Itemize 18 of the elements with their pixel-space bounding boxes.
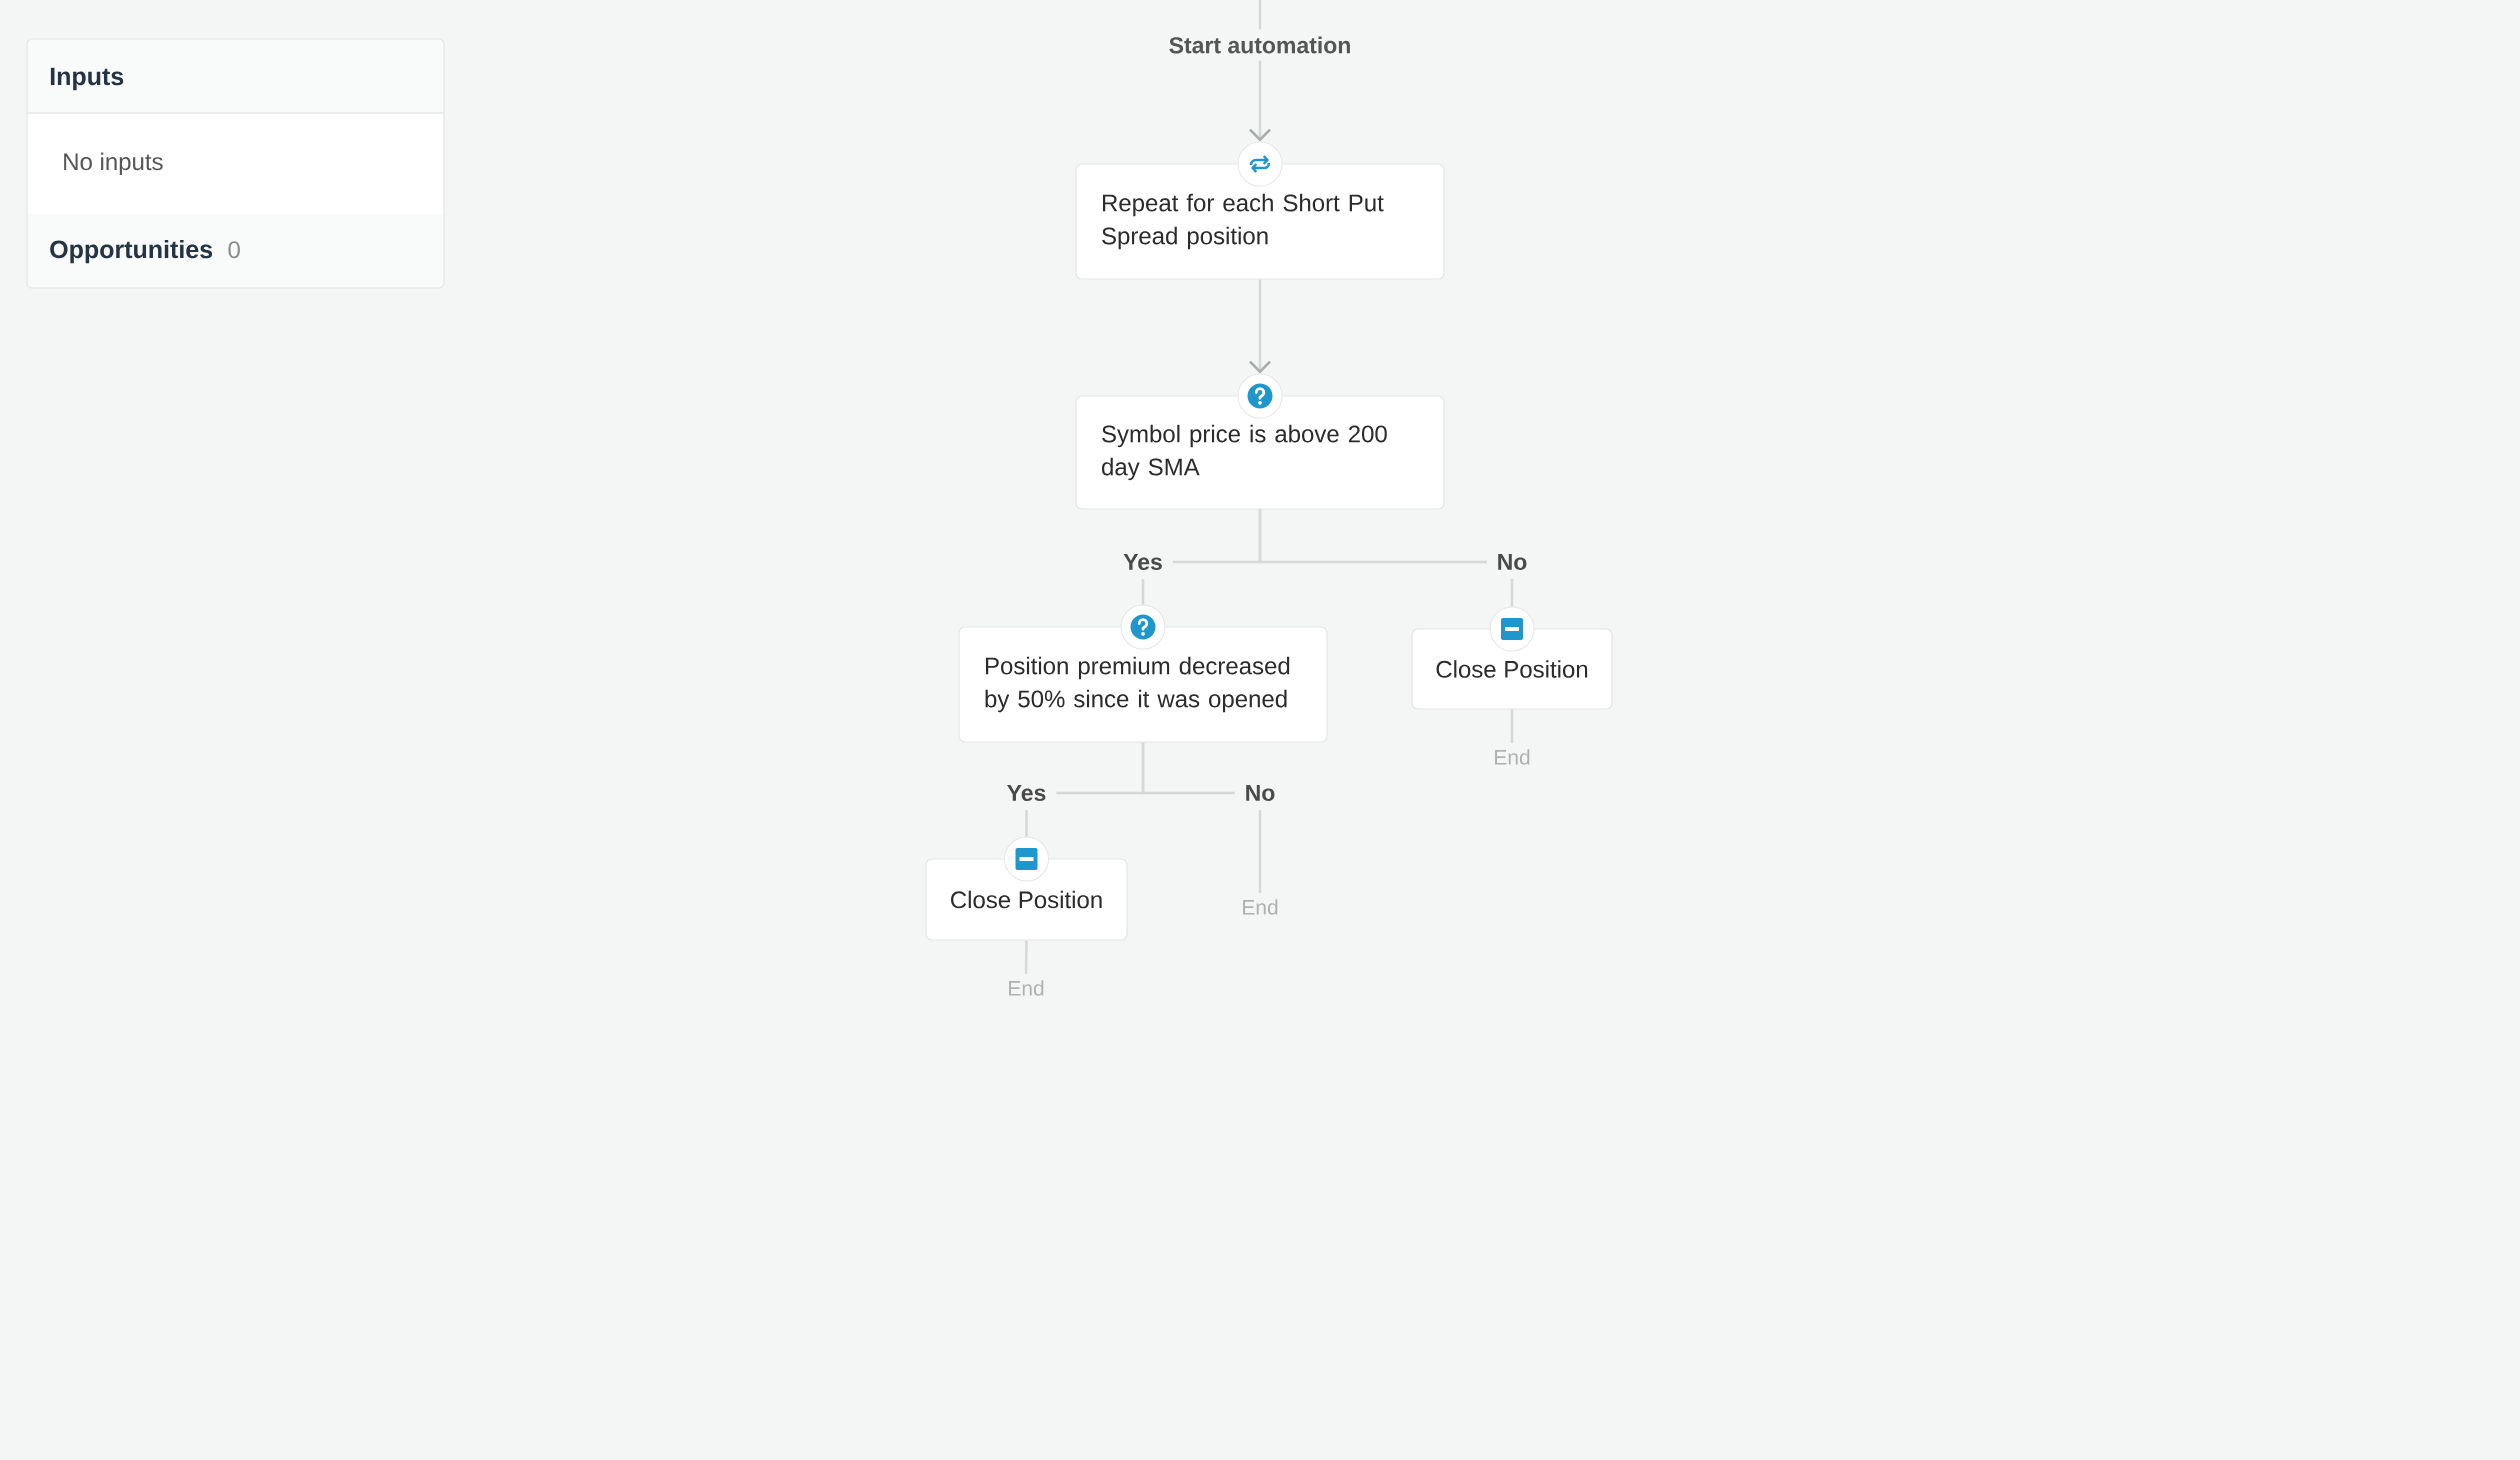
section-heading: Opportunities [50,239,213,264]
end-label: End [1009,980,1044,996]
arrow [1249,279,1271,374]
step-card: Repeat for each Short Put Spread position [1075,163,1445,280]
arrow [1249,60,1271,142]
connector-line [1258,509,1514,607]
step-card: Position premium decreased by 50% since it was opened [958,626,1328,743]
branch-label: Yes [996,776,1057,811]
branch-label: No [1234,776,1286,811]
branch-label: No [1486,545,1538,580]
end-label: End [1243,899,1278,915]
count-value: 0 [228,241,240,259]
end-label: End [1495,749,1530,765]
panel-heading: Inputs [50,67,124,91]
start-label: Start automation [1169,36,1350,54]
step-card: Symbol price is above 200 day SMA [1075,395,1445,510]
empty-state-text: No inputs [64,152,163,175]
branch-label: Yes [1113,545,1173,580]
